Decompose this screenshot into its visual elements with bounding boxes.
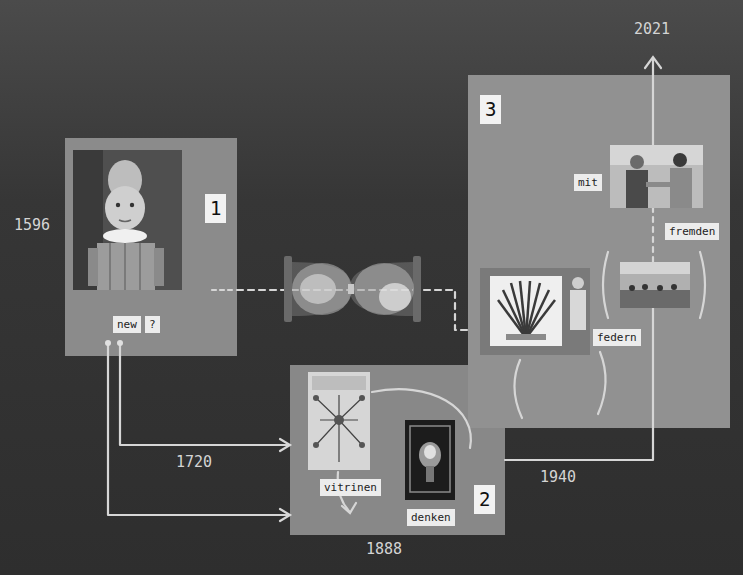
chalk-year-holder: 2021	[634, 20, 670, 38]
chalk-line	[120, 356, 290, 445]
feather-photo	[480, 268, 590, 355]
paper-label-holder: federn	[593, 327, 641, 346]
paper-sheet: 3 mit fremden federn	[468, 75, 730, 428]
paper-label-holder: denken	[407, 507, 455, 526]
paper-label: denken	[407, 509, 455, 526]
sheet-number: 1	[205, 194, 226, 223]
paper-label: vitrinen	[320, 479, 381, 496]
sheet-number-holder: 2	[474, 485, 495, 514]
chalk-year-holder: 1888	[366, 540, 402, 558]
chalk-connector	[505, 428, 653, 460]
chalk-year: 1596	[14, 216, 50, 234]
chalk-line	[505, 428, 653, 460]
chalk-year: 1888	[366, 540, 402, 558]
portrait-photo	[73, 150, 182, 290]
sheet-number-holder: 3	[480, 95, 501, 124]
paper-label-holder: fremden	[665, 221, 719, 240]
chalk-dot	[117, 340, 123, 346]
chalk-year-holder: 1596	[14, 216, 50, 234]
feather-fan	[498, 281, 555, 338]
paper-label-holder: mit	[574, 172, 602, 191]
chalk-arrowhead	[280, 439, 290, 451]
meeting-photo	[610, 145, 703, 208]
chalk-timeline	[108, 57, 705, 513]
paper-label: new	[113, 316, 141, 333]
showcase-photo	[405, 420, 455, 500]
paper-label-holder: vitrinen	[320, 477, 381, 496]
edge-year-holder: 1720	[176, 453, 212, 471]
paper-label: ?	[145, 316, 160, 333]
engraving-photo	[308, 372, 370, 470]
edge-year-holder: 1940	[540, 468, 576, 486]
edge-year: 1720	[176, 453, 212, 471]
chalk-connector	[108, 356, 290, 521]
chalk-year: 2021	[634, 20, 670, 38]
paper-label: federn	[593, 329, 641, 346]
sheet-number-holder: 1	[205, 194, 226, 223]
paper-label-holder: new	[113, 314, 141, 333]
paper-label: mit	[574, 174, 602, 191]
chalk-connector	[120, 356, 290, 451]
chalk-arrowhead	[280, 509, 290, 521]
hourglass	[284, 256, 421, 322]
chalk-line	[108, 356, 290, 515]
group-photo	[620, 262, 690, 308]
paper-label-holder: ?	[145, 314, 160, 333]
sheet-number: 2	[474, 485, 495, 514]
paper-label: fremden	[665, 223, 719, 240]
chalk-dot	[105, 340, 111, 346]
edge-year: 1940	[540, 468, 576, 486]
sheet-number: 3	[480, 95, 501, 124]
